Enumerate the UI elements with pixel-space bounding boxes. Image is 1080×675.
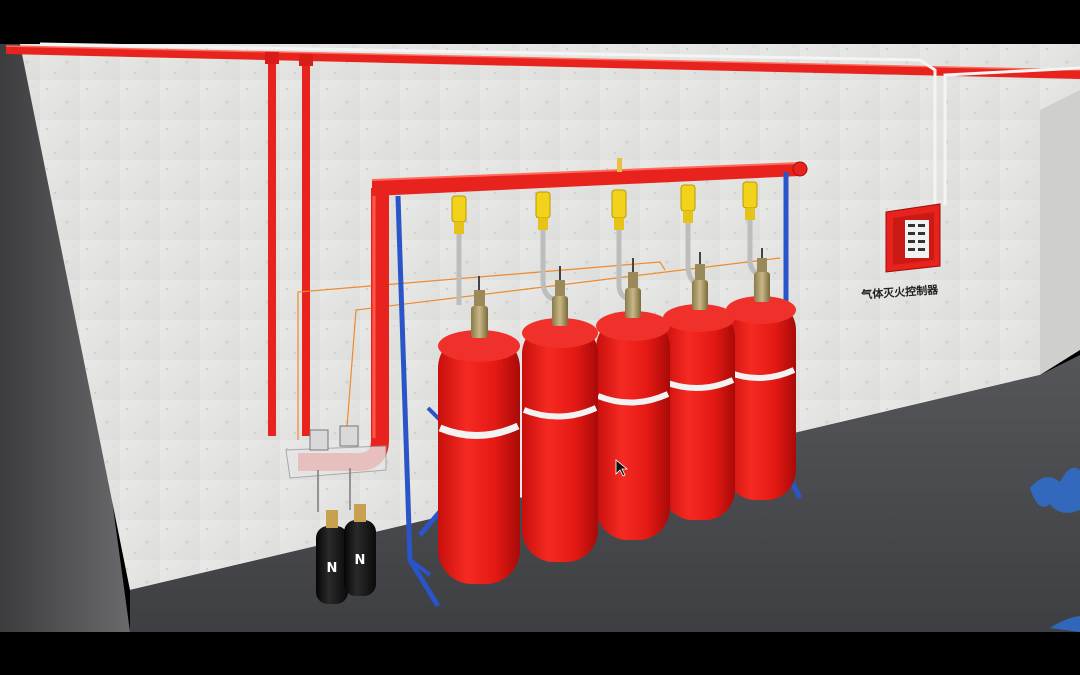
- agent-cylinder: [438, 276, 520, 584]
- agent-cylinder: [596, 258, 670, 540]
- mouse-cursor: [615, 459, 629, 477]
- agent-cylinder: [726, 248, 796, 500]
- signal-wire: [345, 257, 781, 441]
- gas-suppression-controller: [885, 203, 941, 273]
- agent-cylinder: [522, 266, 598, 562]
- nitrogen-cylinder: N: [344, 504, 376, 596]
- letterbox-bottom: [0, 632, 1080, 675]
- collector-manifold: [372, 163, 800, 196]
- floor-marking: [1030, 467, 1080, 513]
- selector-valve: [451, 195, 467, 305]
- back-wall: [20, 44, 1080, 590]
- pilot-manifold: [285, 425, 387, 479]
- selector-valve: [742, 181, 767, 278]
- signal-conduit: [39, 42, 937, 205]
- controller-label: 气体灭火控制器: [860, 282, 940, 301]
- right-side-wall: [1040, 90, 1080, 375]
- nitrogen-label: N: [355, 553, 366, 568]
- vertical-pipe-right: [302, 58, 310, 436]
- floor-marking: [1050, 616, 1080, 632]
- nitrogen-cylinder: N: [316, 510, 348, 604]
- signal-conduit: [943, 66, 1080, 205]
- letterbox-top: [0, 0, 1080, 44]
- nitrogen-label: N: [327, 561, 338, 576]
- left-side-wall: [0, 44, 130, 632]
- vertical-pipe-left: [268, 56, 276, 436]
- agent-cylinder: [663, 252, 735, 520]
